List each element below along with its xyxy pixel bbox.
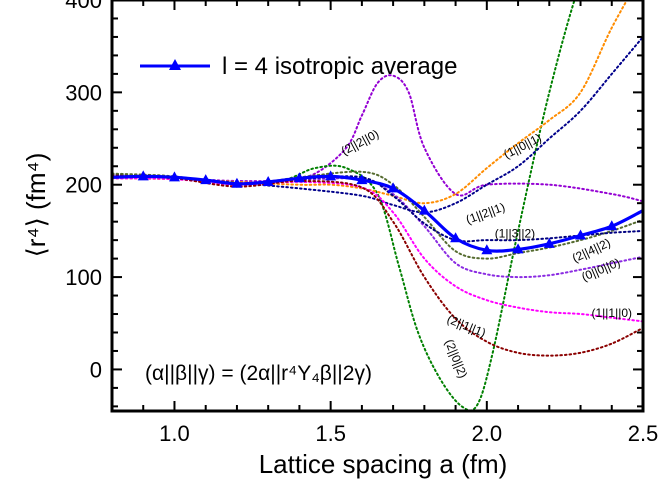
- data-point: [231, 177, 243, 188]
- data-point: [512, 243, 524, 254]
- y-tick-label: 400: [65, 0, 102, 13]
- curve-label: (1||0||1): [501, 131, 543, 162]
- series-line-(2||1||1): [112, 174, 643, 357]
- curve-labels-layer: (2||2||0) (1||0||1) (1||2||1)(1||3||2) (2||…: [339, 127, 632, 380]
- y-axis-label: ⟨r⁴⟩ (fm⁴): [21, 153, 51, 258]
- curves-layer: [112, 0, 643, 411]
- x-tick-label: 1.5: [315, 421, 346, 446]
- data-point: [200, 174, 212, 185]
- data-point: [575, 229, 587, 240]
- plot-frame: [110, 0, 645, 413]
- curve-label: (1||2||1): [464, 200, 507, 227]
- y-tick-label: 200: [65, 173, 102, 198]
- data-point: [262, 175, 274, 186]
- legend-label: l = 4 isotropic average: [222, 53, 457, 80]
- data-point: [543, 237, 555, 248]
- x-axis-label: Lattice spacing a (fm): [259, 449, 508, 479]
- data-point: [137, 170, 149, 181]
- data-point: [481, 244, 493, 255]
- curve-label: (2||1||1): [445, 312, 488, 340]
- curve-label: (1||3||2): [495, 226, 535, 240]
- curve-label: (2||2||0): [339, 127, 381, 158]
- data-point: [606, 220, 618, 231]
- y-tick-label: 100: [65, 265, 102, 290]
- series-line-(1||0||1): [112, 0, 629, 205]
- data-point: [450, 232, 462, 243]
- curve-label: (1||1||0): [592, 306, 632, 320]
- curve-label: (2||0||2): [442, 337, 470, 380]
- data-point: [168, 171, 180, 182]
- series-line-(2||2||0): [112, 74, 643, 203]
- x-tick-label: 2.0: [472, 421, 503, 446]
- x-tick-label: 1.0: [159, 421, 190, 446]
- data-point: [325, 170, 337, 181]
- y-tick-label: 0: [90, 357, 102, 382]
- data-point: [356, 174, 368, 185]
- y-tick-label: 300: [65, 80, 102, 105]
- data-point: [293, 172, 305, 183]
- series-line-isotropic-average: [112, 174, 643, 253]
- formula-annotation: (α||β||γ) = (2α||r⁴Y₄β||2γ): [145, 362, 372, 385]
- legend: l = 4 isotropic average: [140, 53, 457, 80]
- ticks-layer: 1.0 1.5 2.0 2.5 0 100 200 300 400: [65, 0, 658, 446]
- data-point: [387, 182, 399, 193]
- legend-marker: [169, 59, 181, 70]
- data-point: [418, 204, 430, 215]
- x-tick-label: 2.5: [628, 421, 659, 446]
